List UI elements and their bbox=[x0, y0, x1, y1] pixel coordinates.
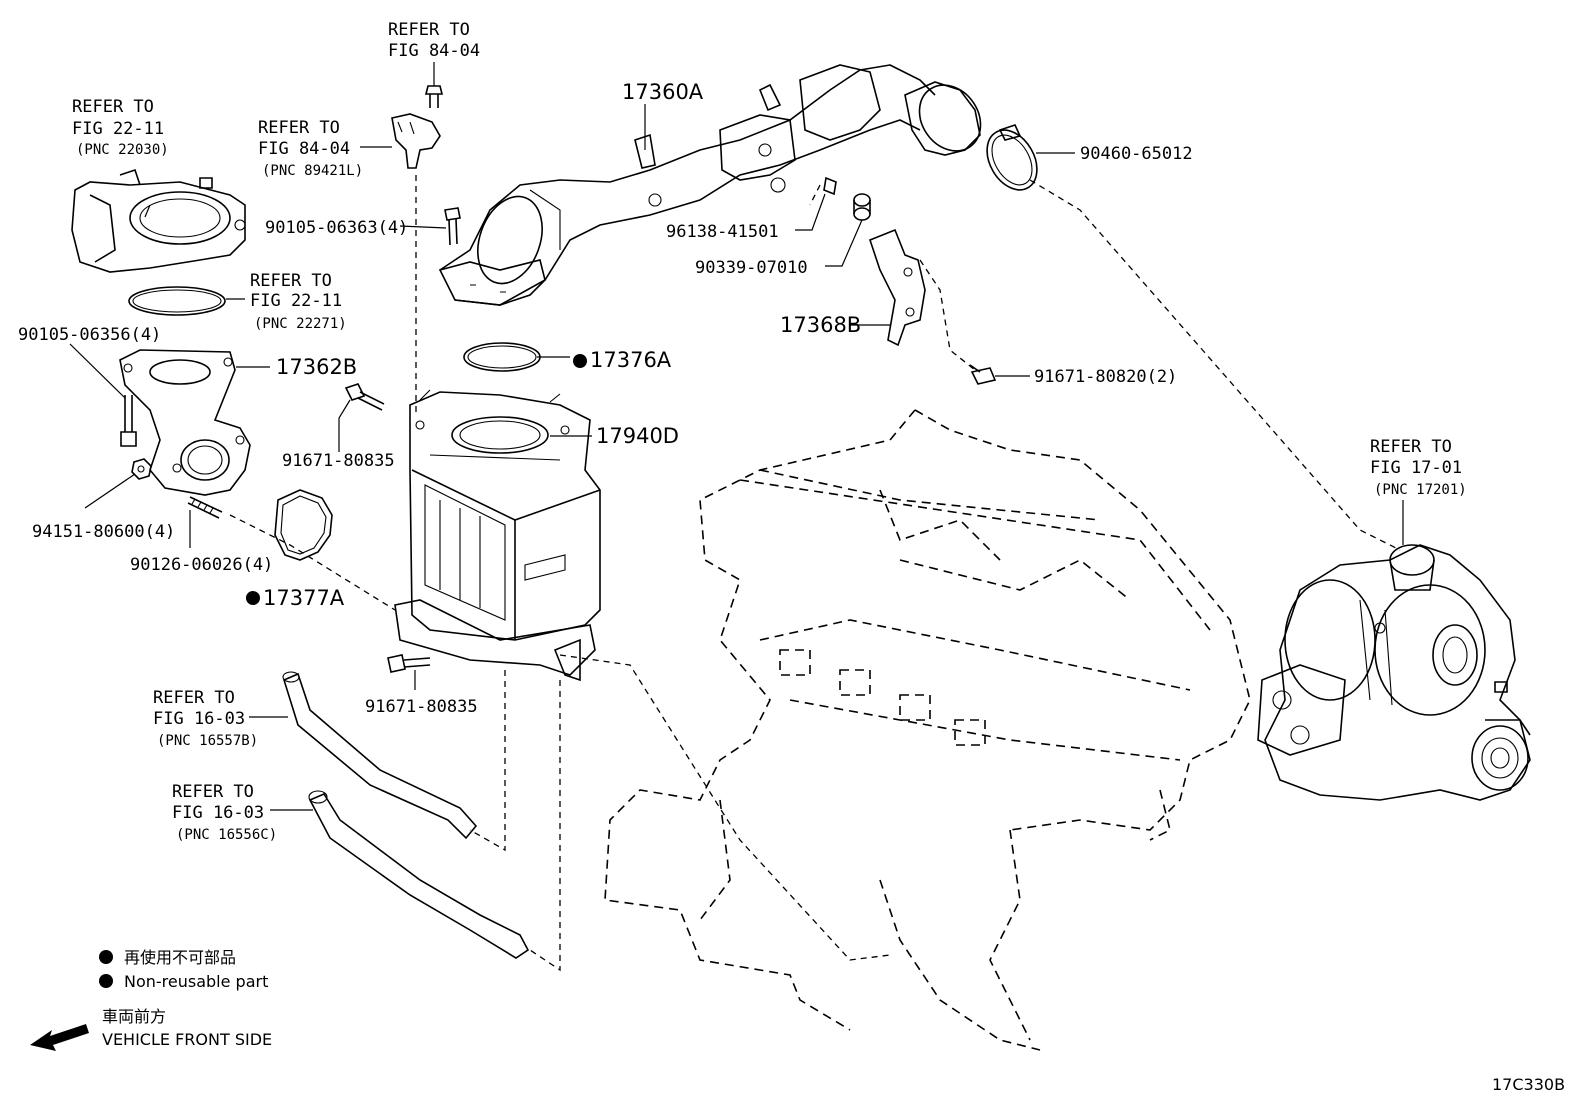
nut-94151-80600 bbox=[131, 458, 152, 480]
sensor-bolt bbox=[424, 85, 444, 108]
bolt-91671-80835-lower bbox=[387, 654, 431, 673]
part-90105-06356: 90105-06356(4) bbox=[18, 325, 161, 345]
throttle-body bbox=[71, 168, 246, 273]
ref-throttle-line2: FIG 22-11 bbox=[72, 119, 164, 139]
part-90126-06026: 90126-06026(4) bbox=[130, 555, 273, 575]
pipe-hose-end bbox=[904, 81, 982, 156]
ref-sensor-line2: FIG 84-04 bbox=[258, 139, 350, 159]
part-90460-65012: 90460-65012 bbox=[1080, 144, 1193, 164]
ref-gasket-line3: (PNC 22271) bbox=[254, 316, 347, 332]
throttle-adapter-17362b bbox=[119, 349, 251, 496]
part-91671-80820: 91671-80820(2) bbox=[1034, 367, 1177, 387]
legend-nonreusable-jp: 再使用不可部品 bbox=[124, 948, 236, 967]
ref-hose2-line3: (PNC 16556C) bbox=[176, 827, 277, 843]
figure-id: 17C330B bbox=[1492, 1075, 1565, 1094]
nonreusable-marker-17376a bbox=[573, 354, 587, 368]
legend-nonreusable-en: Non-reusable part bbox=[124, 972, 268, 991]
ref-sensor-bolt-line2: FIG 84-04 bbox=[388, 41, 480, 61]
part-17360a: 17360A bbox=[622, 80, 704, 104]
part-17376a: 17376A bbox=[590, 348, 672, 372]
sleeve-90339 bbox=[853, 193, 871, 221]
part-96138-41501: 96138-41501 bbox=[666, 222, 779, 242]
ref-hose1-line2: FIG 16-03 bbox=[153, 709, 245, 729]
front-arrow-icon bbox=[30, 1024, 89, 1051]
part-90105-06363: 90105-06363(4) bbox=[265, 218, 408, 238]
part-17362b: 17362B bbox=[276, 355, 357, 379]
ref-sensor-line3: (PNC 89421L) bbox=[262, 163, 363, 179]
intercooler-17940d bbox=[394, 389, 601, 682]
stud-90126-06026 bbox=[187, 496, 223, 519]
part-91671-80835-upper: 91671-80835 bbox=[282, 451, 395, 471]
map-sensor bbox=[391, 113, 441, 169]
hose-16556c bbox=[308, 790, 530, 959]
turbocharger bbox=[1257, 544, 1531, 801]
ref-hose2-line2: FIG 16-03 bbox=[172, 803, 264, 823]
gasket-17377a bbox=[274, 489, 333, 561]
ref-sensor-bolt-line1: REFER TO bbox=[388, 20, 470, 40]
leader-lines bbox=[69, 62, 1404, 811]
legend-front-jp: 車両前方 bbox=[102, 1007, 166, 1026]
assembly-dashed-lines bbox=[229, 175, 1401, 972]
intake-pipe-17360a bbox=[438, 64, 936, 306]
legend-front-en: VEHICLE FRONT SIDE bbox=[102, 1030, 272, 1049]
gasket-ring bbox=[128, 286, 226, 316]
ref-sensor-line1: REFER TO bbox=[258, 118, 340, 138]
nonreusable-marker-17377a bbox=[246, 591, 260, 605]
ref-turbo-line3: (PNC 17201) bbox=[1374, 482, 1467, 498]
ref-turbo-line2: FIG 17-01 bbox=[1370, 458, 1462, 478]
bolt-90105-06356 bbox=[120, 395, 137, 447]
ref-gasket-line1: REFER TO bbox=[250, 271, 332, 291]
legend-dot-en bbox=[99, 974, 113, 988]
bolt-91671-80835-upper bbox=[344, 383, 385, 411]
engine-block-outline bbox=[604, 409, 1251, 1051]
legend-dot-jp bbox=[99, 950, 113, 964]
part-91671-80835-lower: 91671-80835 bbox=[365, 697, 478, 717]
bracket-17368b bbox=[869, 228, 926, 347]
legend: 再使用不可部品 Non-reusable part 車両前方 VEHICLE F… bbox=[30, 948, 272, 1051]
part-17368b: 17368B bbox=[780, 313, 861, 337]
ref-turbo-line1: REFER TO bbox=[1370, 437, 1452, 457]
part-94151-80600: 94151-80600(4) bbox=[32, 522, 175, 542]
ref-hose1-line1: REFER TO bbox=[153, 688, 235, 708]
part-17940d: 17940D bbox=[596, 424, 679, 448]
hose-16557b bbox=[282, 671, 478, 840]
bolt-91671-80820 bbox=[969, 364, 997, 385]
part-90339-07010: 90339-07010 bbox=[695, 258, 808, 278]
ref-gasket-line2: FIG 22-11 bbox=[250, 291, 342, 311]
clip-96138 bbox=[823, 176, 837, 196]
ref-hose1-line3: (PNC 16557B) bbox=[157, 733, 258, 749]
bolt-90105-06363 bbox=[444, 207, 461, 246]
ref-hose2-line1: REFER TO bbox=[172, 782, 254, 802]
ref-throttle-line3: (PNC 22030) bbox=[76, 142, 169, 158]
hose-clamp bbox=[986, 124, 1038, 191]
gasket-17376a bbox=[463, 342, 541, 372]
part-17377a: 17377A bbox=[263, 586, 345, 610]
ref-throttle-line1: REFER TO bbox=[72, 97, 154, 117]
